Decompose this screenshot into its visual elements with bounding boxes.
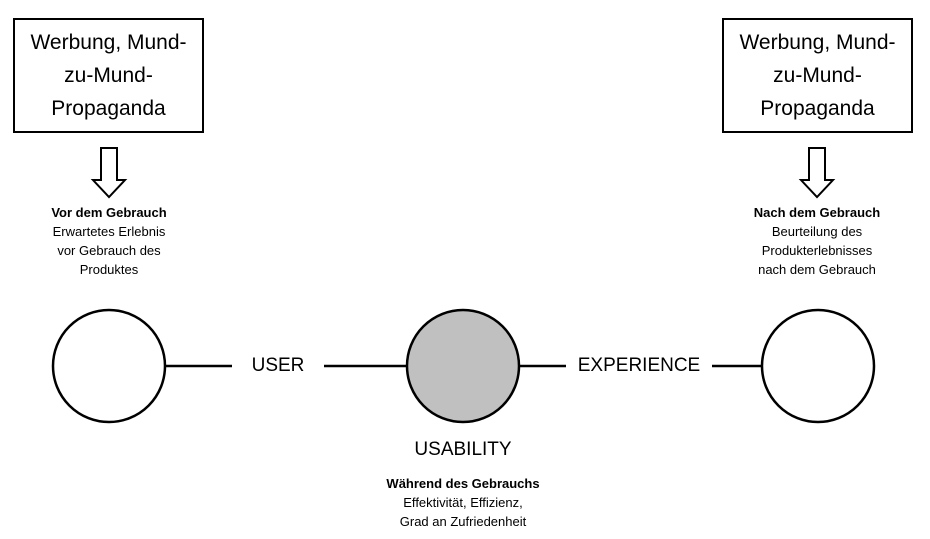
- during-use-title: Während des Gebrauchs: [386, 476, 540, 491]
- right-box-line: Werbung, Mund-: [739, 31, 896, 54]
- before-use-title: Vor dem Gebrauch: [51, 205, 167, 220]
- left-source-box: Werbung, Mund- zu-Mund- Propaganda: [13, 18, 204, 133]
- after-use-line: Beurteilung des: [771, 224, 863, 239]
- during-use-circle: [405, 308, 521, 424]
- during-use-line: Effektivität, Effizienz,: [403, 495, 523, 510]
- before-use-line: Erwartetes Erlebnis: [52, 224, 166, 239]
- during-use-line: Grad an Zufriedenheit: [399, 514, 527, 529]
- left-down-arrow-icon: [90, 147, 128, 199]
- before-use-line: Produktes: [79, 262, 139, 277]
- right-down-arrow-icon: [798, 147, 836, 199]
- after-use-circle: [760, 308, 876, 424]
- after-use-line: nach dem Gebrauch: [758, 262, 876, 277]
- usability-label: USABILITY: [414, 439, 512, 460]
- right-box-line: Propaganda: [760, 97, 875, 120]
- left-box-line: Propaganda: [51, 97, 166, 120]
- after-use-line: Produkterlebnisses: [761, 243, 873, 258]
- right-box-line: zu-Mund-: [773, 64, 862, 87]
- user-label: USER: [251, 355, 305, 376]
- left-box-line: Werbung, Mund-: [30, 31, 187, 54]
- after-use-note: Nach dem Gebrauch Beurteilung des Produk…: [717, 203, 917, 279]
- experience-label: EXPERIENCE: [577, 355, 701, 376]
- right-source-box: Werbung, Mund- zu-Mund- Propaganda: [722, 18, 913, 133]
- after-use-title: Nach dem Gebrauch: [753, 205, 881, 220]
- during-use-note: Während des Gebrauchs Effektivität, Effi…: [353, 474, 573, 531]
- before-use-line: vor Gebrauch des: [57, 243, 161, 258]
- before-use-note: Vor dem Gebrauch Erwartetes Erlebnis vor…: [9, 203, 209, 279]
- left-box-line: zu-Mund-: [64, 64, 153, 87]
- before-use-circle: [51, 308, 167, 424]
